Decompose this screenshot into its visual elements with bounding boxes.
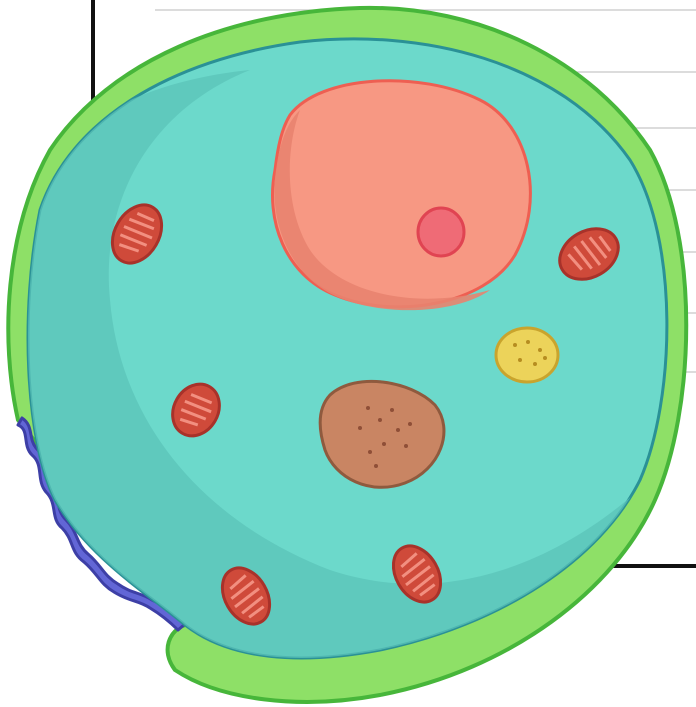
vacuole-body [320, 381, 444, 487]
small-granule [496, 328, 558, 382]
nucleus [273, 81, 531, 310]
nucleolus [418, 208, 464, 256]
vacuole [320, 381, 444, 487]
